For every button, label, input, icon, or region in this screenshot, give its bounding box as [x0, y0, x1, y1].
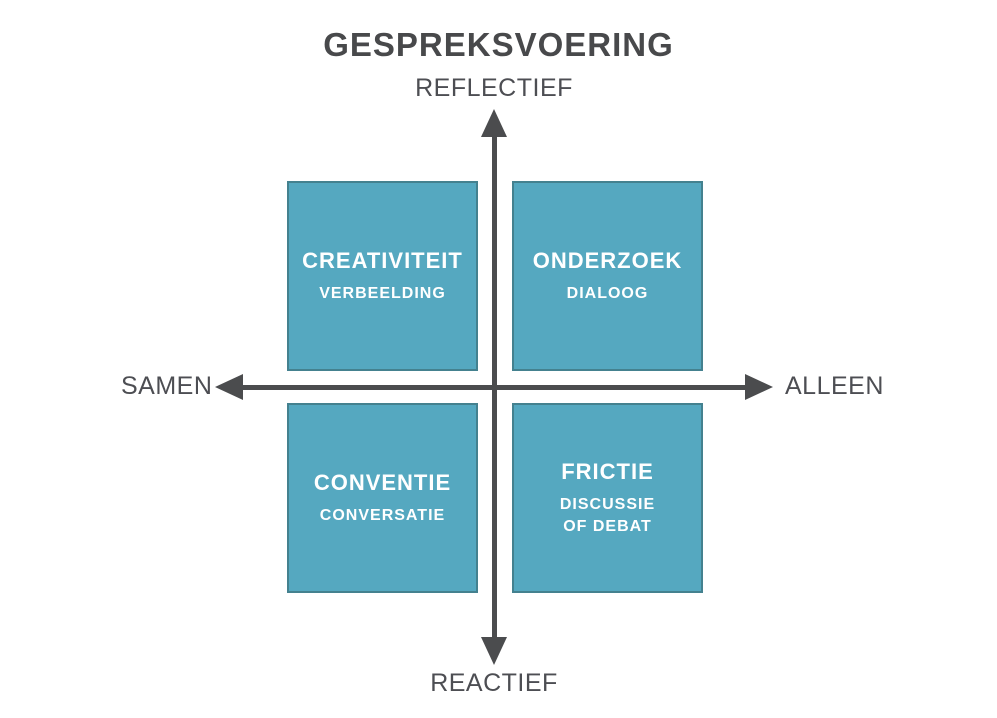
quadrant-subtitle: DISCUSSIE OF DEBAT [559, 495, 656, 535]
axis-label-reflectief: REFLECTIEF [415, 74, 573, 102]
arrow-down-icon [481, 637, 507, 665]
quadrant-title: CONVENTIE [313, 469, 452, 495]
quadrant-creativiteit: CREATIVITEIT VERBEELDING [287, 181, 478, 371]
quadrant-title: ONDERZOEK [532, 247, 683, 273]
quadrant-title: FRICTIE [561, 458, 654, 484]
arrow-left-icon [215, 374, 243, 400]
quadrant-title: CREATIVITEIT [302, 247, 463, 273]
axis-label-samen: SAMEN [121, 372, 213, 400]
diagram-title: GESPREKSVOERING [323, 26, 674, 63]
arrow-right-icon [745, 374, 773, 400]
quadrant-onderzoek: ONDERZOEK DIALOOG [512, 181, 703, 371]
quadrant-subtitle: DIALOOG [566, 284, 649, 302]
horizontal-axis-line [238, 385, 750, 390]
axis-label-alleen: ALLEEN [785, 372, 884, 400]
arrow-up-icon [481, 109, 507, 137]
axis-label-reactief: REACTIEF [430, 669, 558, 697]
quadrant-conventie: CONVENTIE CONVERSATIE [287, 403, 478, 593]
quadrant-subtitle: CONVERSATIE [319, 506, 446, 524]
quadrant-frictie: FRICTIE DISCUSSIE OF DEBAT [512, 403, 703, 593]
quadrant-subtitle: VERBEELDING [319, 284, 446, 302]
